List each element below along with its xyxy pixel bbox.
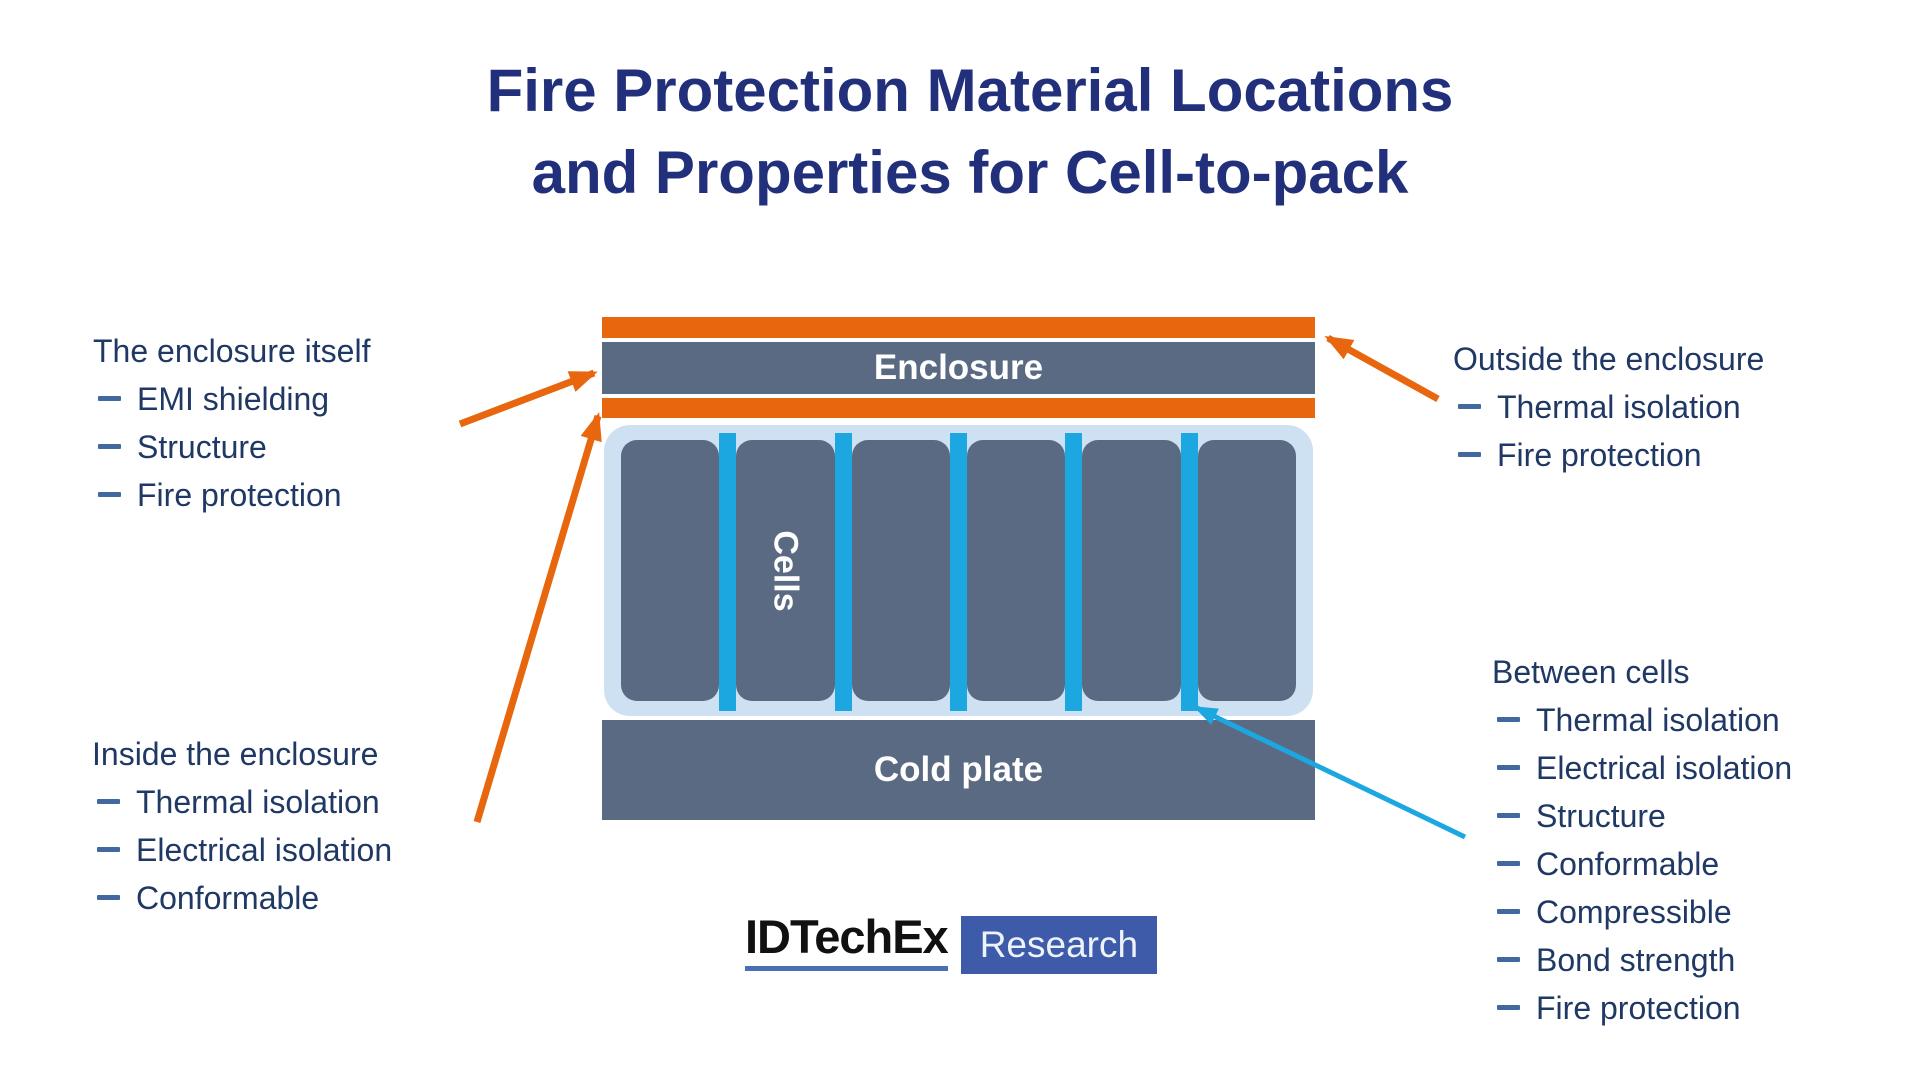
- dash-bullet-icon: [97, 799, 120, 804]
- arrow-enclosure-itself: [458, 369, 598, 428]
- note-item: Structure: [1492, 792, 1792, 840]
- note-heading: Outside the enclosure: [1453, 341, 1765, 377]
- dash-bullet-icon: [98, 396, 121, 401]
- note-heading: Inside the enclosure: [92, 736, 379, 772]
- dash-bullet-icon: [1497, 1005, 1520, 1010]
- note-item: Thermal isolation: [92, 778, 392, 826]
- note-item: Conformable: [92, 874, 392, 922]
- cell: [851, 440, 950, 701]
- dash-bullet-icon: [1497, 909, 1520, 914]
- cold-plate-label: Cold plate: [873, 750, 1044, 789]
- between-cells-strip: [1180, 433, 1198, 711]
- note-item: Structure: [93, 423, 370, 471]
- note-item: Fire protection: [1453, 431, 1764, 479]
- cell: [1082, 440, 1181, 701]
- idtechex-logo: IDTechEx Research: [745, 910, 1158, 974]
- cell: [1197, 440, 1296, 701]
- note-item-label: Thermal isolation: [1536, 702, 1780, 738]
- idtechex-wordmark: IDTechEx: [745, 910, 949, 963]
- note-item: EMI shielding: [93, 375, 370, 423]
- note-between-cells: Between cells Thermal isolation Electric…: [1492, 648, 1792, 1032]
- note-item-label: EMI shielding: [137, 381, 330, 417]
- page-title-line1: Fire Protection Material Locations: [486, 57, 1454, 124]
- note-item: Thermal isolation: [1453, 383, 1764, 431]
- note-item-label: Structure: [1536, 798, 1666, 834]
- enclosure-label: Enclosure: [873, 348, 1044, 387]
- note-item: Electrical isolation: [92, 826, 392, 874]
- cells-label: Cells: [766, 530, 805, 612]
- note-item-label: Bond strength: [1536, 942, 1736, 978]
- dash-bullet-icon: [1497, 813, 1520, 818]
- between-cells-strip: [1065, 433, 1083, 711]
- note-item: Compressible: [1492, 888, 1792, 936]
- note-item: Fire protection: [93, 471, 370, 519]
- fire-protection-layer-bottom: [602, 398, 1315, 418]
- note-item: Conformable: [1492, 840, 1792, 888]
- dash-bullet-icon: [97, 895, 120, 900]
- note-item-label: Fire protection: [1497, 437, 1702, 473]
- cells-row: [621, 433, 1296, 711]
- note-item-label: Conformable: [1536, 846, 1720, 882]
- arrow-outside-enclosure: [1324, 334, 1440, 403]
- between-cells-strip: [719, 433, 737, 711]
- dash-bullet-icon: [98, 492, 121, 497]
- between-cells-strip: [949, 433, 967, 711]
- between-cells-strip: [834, 433, 852, 711]
- battery-pack-diagram: Enclosure Cells Cold plate: [602, 317, 1315, 820]
- note-heading: Between cells: [1492, 654, 1690, 690]
- note-outside-enclosure: Outside the enclosure Thermal isolation …: [1453, 335, 1764, 479]
- dash-bullet-icon: [1458, 452, 1481, 457]
- dash-bullet-icon: [1497, 861, 1520, 866]
- logo-underline: [745, 966, 948, 971]
- fire-protection-layer-top: [602, 317, 1315, 338]
- cold-plate-bar: Cold plate: [602, 720, 1315, 820]
- note-item-label: Fire protection: [1536, 990, 1741, 1026]
- enclosure-bar: Enclosure: [602, 342, 1315, 394]
- idtechex-wordmark-wrap: IDTechEx: [745, 910, 949, 971]
- page-title-line2: and Properties for Cell-to-pack: [531, 139, 1409, 206]
- note-item-label: Compressible: [1536, 894, 1732, 930]
- cell: [736, 440, 835, 701]
- cells-container: Cells: [604, 425, 1313, 716]
- note-item: Fire protection: [1492, 984, 1792, 1032]
- dash-bullet-icon: [1497, 765, 1520, 770]
- dash-bullet-icon: [97, 847, 120, 852]
- note-item-label: Fire protection: [137, 477, 342, 513]
- dash-bullet-icon: [1497, 717, 1520, 722]
- dash-bullet-icon: [1458, 404, 1481, 409]
- note-item-label: Structure: [137, 429, 267, 465]
- dash-bullet-icon: [98, 444, 121, 449]
- page-title: Fire Protection Material Locations and P…: [20, 50, 1920, 214]
- note-item: Thermal isolation: [1492, 696, 1792, 744]
- arrow-inside-enclosure: [473, 412, 602, 823]
- dash-bullet-icon: [1497, 957, 1520, 962]
- note-item: Electrical isolation: [1492, 744, 1792, 792]
- note-item-label: Thermal isolation: [136, 784, 380, 820]
- cell: [966, 440, 1066, 701]
- cell: [621, 440, 720, 701]
- note-item-label: Electrical isolation: [1536, 750, 1793, 786]
- note-item-label: Thermal isolation: [1497, 389, 1741, 425]
- note-item: Bond strength: [1492, 936, 1792, 984]
- note-heading: The enclosure itself: [93, 333, 371, 369]
- note-item-label: Conformable: [136, 880, 320, 916]
- note-inside-enclosure: Inside the enclosure Thermal isolation E…: [92, 730, 392, 922]
- research-badge: Research: [960, 916, 1158, 974]
- note-item-label: Electrical isolation: [136, 832, 393, 868]
- note-enclosure-itself: The enclosure itself EMI shielding Struc…: [93, 327, 370, 519]
